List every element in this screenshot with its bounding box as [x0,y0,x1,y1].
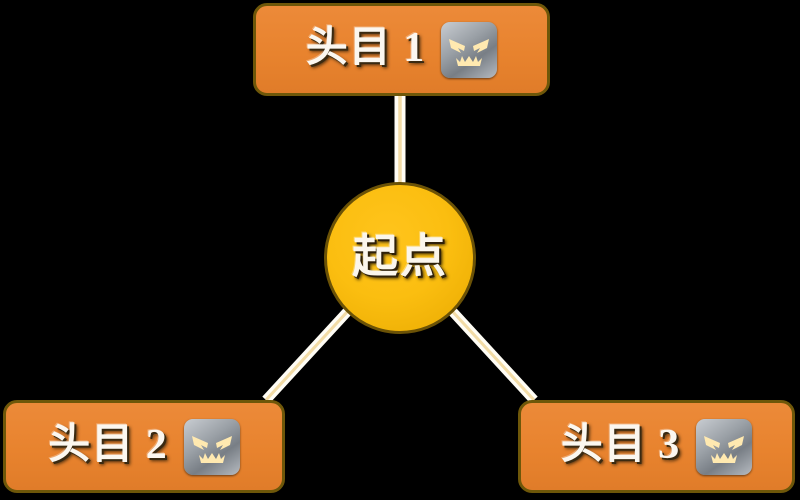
connector-start-to-boss3 [449,308,538,404]
boss-node-boss3[interactable]: 头目 3 [518,400,795,493]
boss-node-content: 头目 1 [256,6,547,93]
start-node-label: 起点 [352,231,448,282]
boss-node-label: 头目 2 [48,422,168,468]
demon-face-icon [183,418,240,475]
demon-face-icon [696,418,753,475]
boss-node-boss1[interactable]: 头目 1 [253,3,550,96]
connector-start-to-boss2 [262,308,351,404]
boss-node-content: 头目 2 [6,403,282,490]
boss-node-content: 头目 3 [521,403,792,490]
boss-node-label: 头目 1 [305,25,426,71]
demon-face-icon [441,21,498,78]
start-node[interactable]: 起点 [324,182,476,334]
boss-node-label: 头目 3 [560,422,681,468]
boss-node-boss2[interactable]: 头目 2 [3,400,285,493]
